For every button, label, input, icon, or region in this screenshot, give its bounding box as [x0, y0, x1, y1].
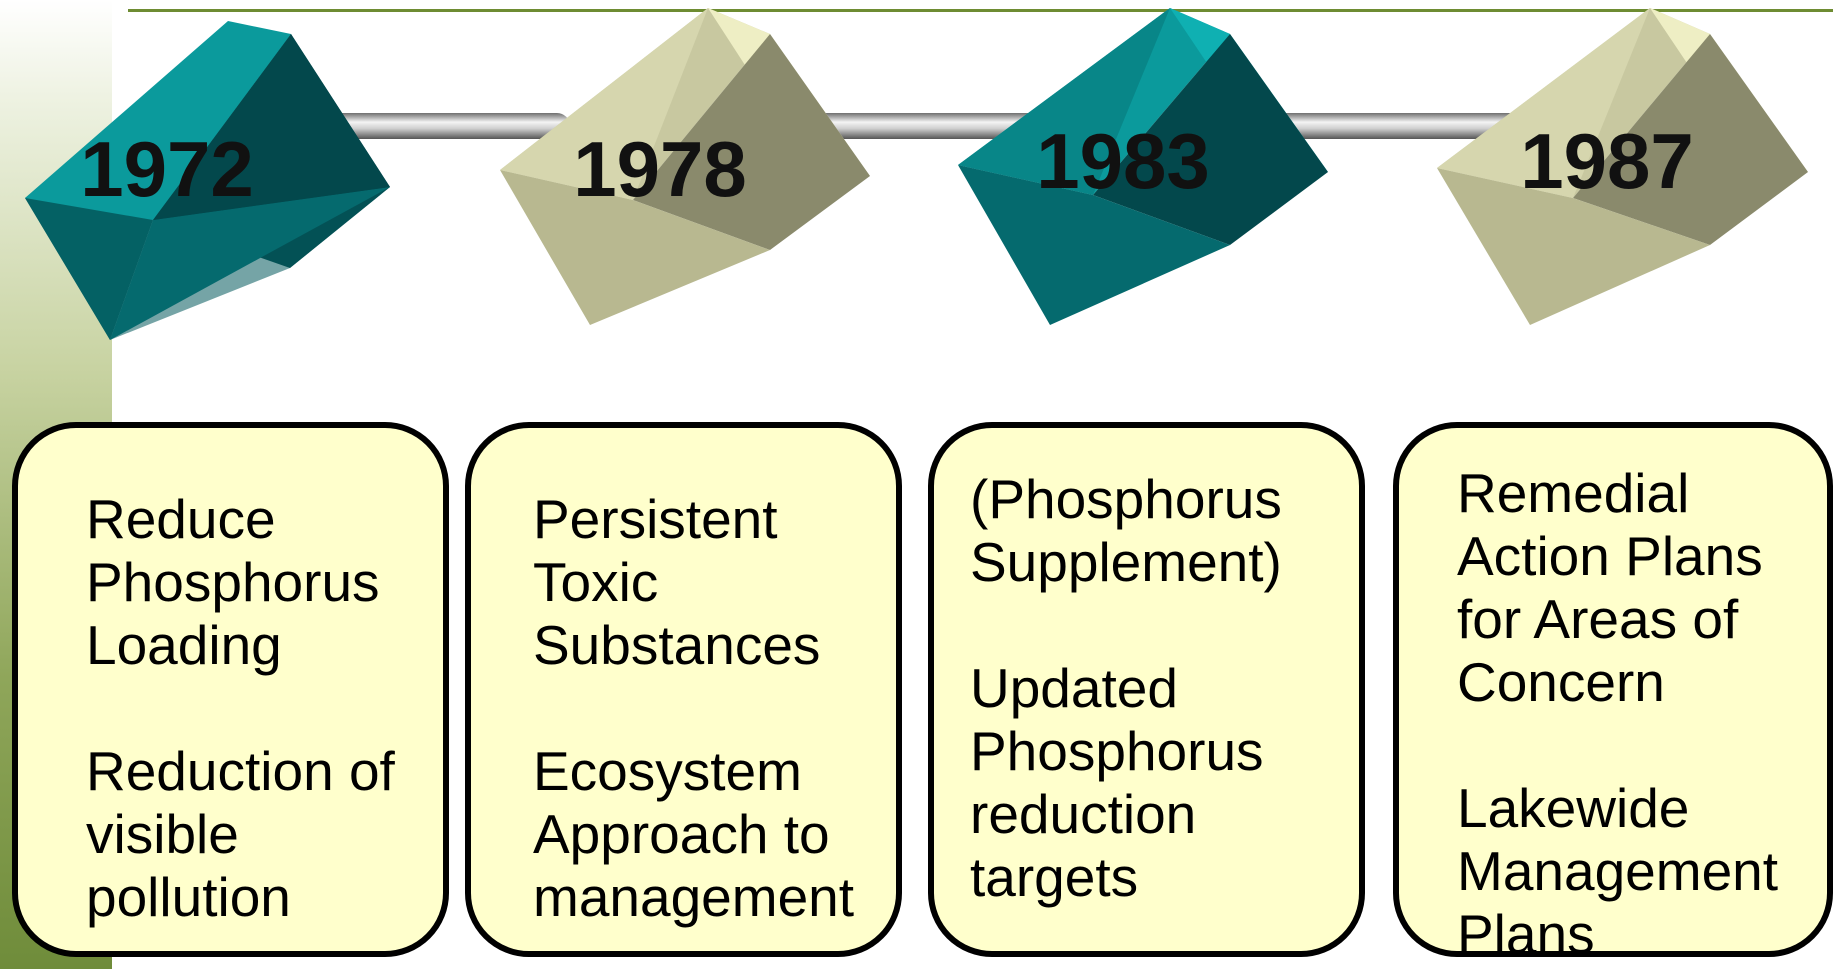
cube-front-face [500, 170, 770, 325]
event-item: Reduce Phosphorus Loading [86, 488, 380, 676]
cube-front-face [958, 8, 1170, 195]
cube-side-face [153, 34, 390, 220]
cube-front-face [500, 8, 708, 200]
event-item: Reduction of visible pollution [86, 740, 395, 928]
cube-front-face [1437, 168, 1710, 325]
cube-side-face [1573, 34, 1808, 245]
event-list: Remedial Action Plans for Areas of Conce… [1457, 462, 1778, 966]
connector-rod [785, 113, 1050, 139]
event-item: Lakewide Management Plans [1457, 777, 1779, 965]
year-cube: 1987 [1437, 8, 1808, 325]
year-cube: 1978 [500, 8, 870, 325]
year-label: 1978 [573, 125, 747, 213]
year-label: 1987 [1520, 117, 1694, 205]
event-list: Persistent Toxic Substances Ecosystem Ap… [533, 488, 854, 929]
year-cube: 1972 [25, 21, 390, 340]
cube-front-face [25, 21, 291, 220]
cube-side-face [633, 34, 870, 250]
cube-side-face [1093, 34, 1328, 245]
event-item: Updated Phosphorus reduction targets [970, 657, 1264, 908]
event-box: Reduce Phosphorus Loading Reduction of v… [12, 422, 449, 957]
event-item: Remedial Action Plans for Areas of Conce… [1457, 462, 1763, 713]
cube-front-face [1437, 8, 1650, 198]
cube-side-face [110, 187, 390, 340]
event-item: Persistent Toxic Substances [533, 488, 821, 676]
year-label: 1983 [1036, 117, 1210, 205]
connector-rod [305, 113, 570, 139]
year-cube: 1983 [958, 8, 1328, 325]
event-item: (Phosphorus Supplement) [970, 468, 1282, 593]
year-label: 1972 [80, 125, 254, 213]
event-box: Remedial Action Plans for Areas of Conce… [1393, 422, 1833, 965]
connector-rod [1265, 113, 1530, 139]
event-box: Persistent Toxic Substances Ecosystem Ap… [465, 422, 902, 957]
event-item: Ecosystem Approach to management [533, 740, 855, 928]
event-list: (Phosphorus Supplement) Updated Phosphor… [970, 468, 1282, 909]
top-rule [128, 9, 1833, 12]
event-box: (Phosphorus Supplement) Updated Phosphor… [928, 422, 1365, 957]
event-list: Reduce Phosphorus Loading Reduction of v… [86, 488, 395, 929]
cube-front-face [958, 165, 1230, 325]
